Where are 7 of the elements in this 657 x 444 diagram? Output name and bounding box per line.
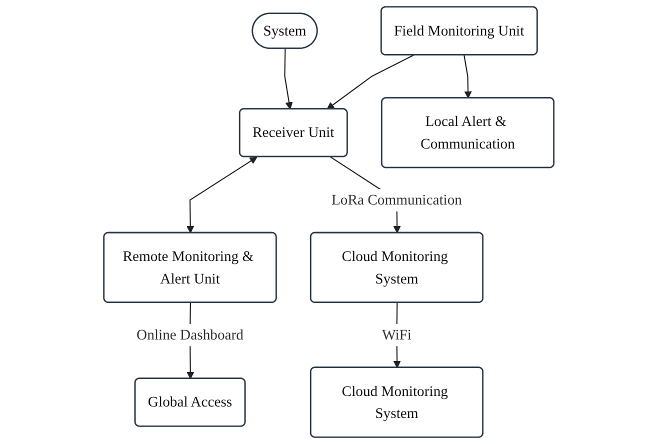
- arrow: [463, 55, 472, 99]
- edge-label: LoRa Communication: [331, 192, 462, 208]
- arrow: [186, 156, 257, 234]
- arrow: [284, 48, 292, 110]
- arrow: [326, 54, 414, 110]
- edge-label: Online Dashboard: [136, 326, 244, 343]
- edge-label: WiFi: [382, 326, 412, 343]
